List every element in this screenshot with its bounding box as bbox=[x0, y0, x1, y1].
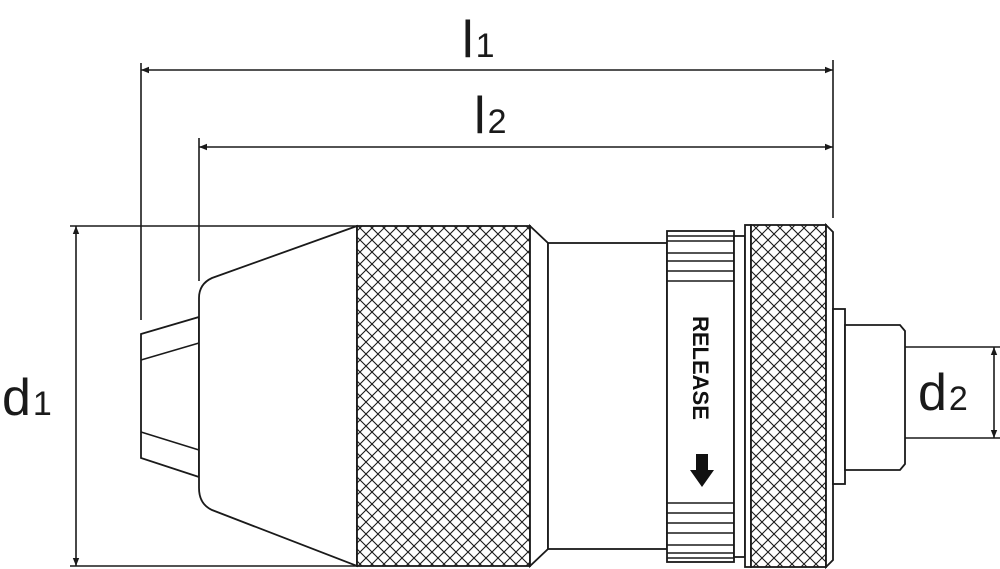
chuck-neck bbox=[547, 242, 668, 550]
arrow-down-icon bbox=[690, 454, 714, 487]
mounting-shank bbox=[832, 308, 906, 485]
release-label: RELEASE bbox=[688, 316, 713, 420]
chuck-nose-cone bbox=[198, 224, 358, 568]
jaws bbox=[140, 315, 200, 479]
front-knurled-sleeve bbox=[356, 223, 549, 569]
l1-label: l1 bbox=[462, 11, 494, 69]
rear-knurled-sleeve bbox=[733, 222, 834, 569]
d2-label: d2 bbox=[918, 364, 968, 422]
extension-lines bbox=[70, 60, 1000, 567]
d1-label: d1 bbox=[2, 369, 52, 427]
release-ring[interactable]: RELEASE bbox=[666, 230, 735, 563]
l2-label: l2 bbox=[474, 87, 506, 145]
